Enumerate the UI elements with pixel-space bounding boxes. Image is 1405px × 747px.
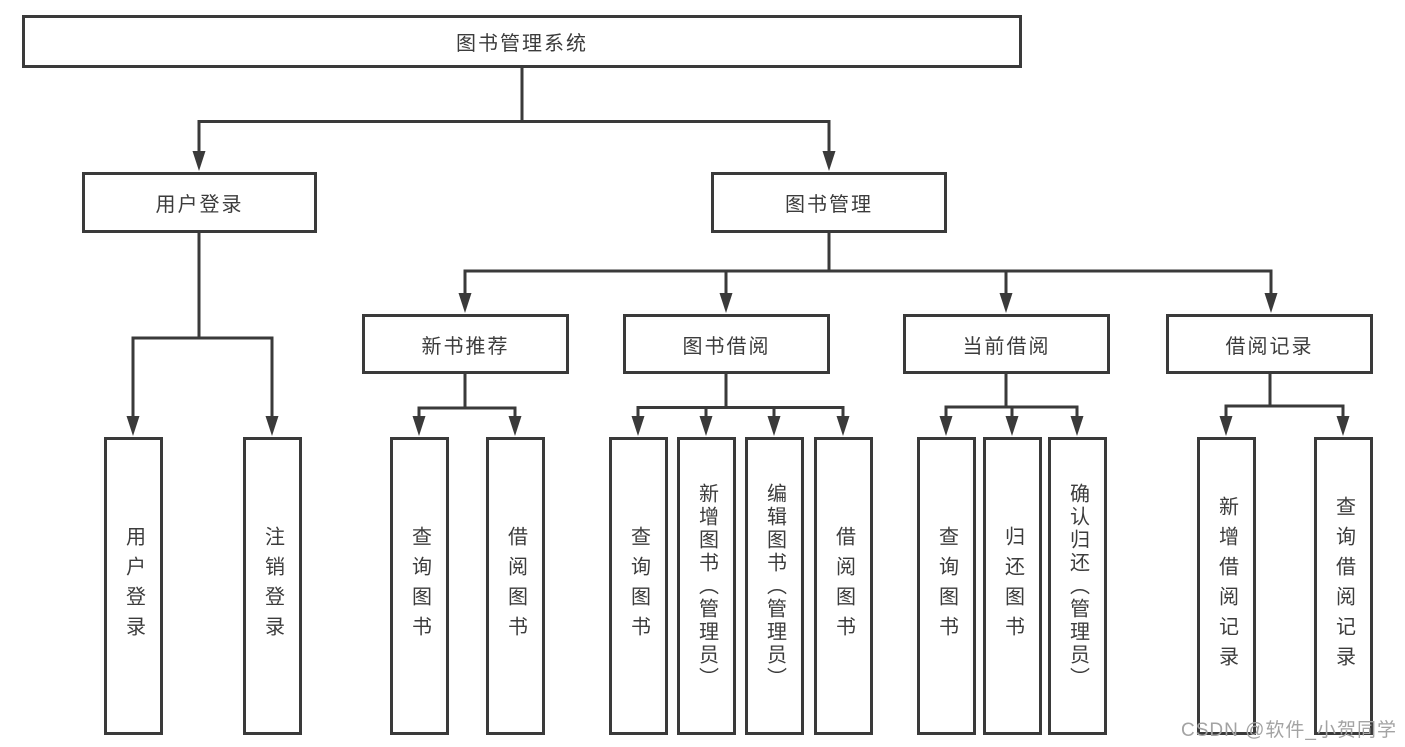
leaf-confirm-return-admin: 确认归还（管理员）	[1048, 437, 1107, 735]
connector-new-book-to-leaves	[412, 374, 522, 436]
node-new-book-recommend: 新书推荐	[362, 314, 569, 374]
leaf-add-books-admin: 新增图书（管理员）	[677, 437, 736, 735]
leaf-query-books-recommend: 查询图书	[390, 437, 449, 735]
leaf-query-borrow-record: 查询借阅记录	[1314, 437, 1373, 735]
node-current-borrowing: 当前借阅	[903, 314, 1110, 374]
connector-user-login-to-leaves	[126, 233, 279, 436]
leaf-logout: 注销登录	[243, 437, 302, 735]
root-node-library-management-system: 图书管理系统	[22, 15, 1022, 68]
leaf-user-login: 用户登录	[104, 437, 163, 735]
connector-book-borrowing-to-leaves	[631, 374, 850, 436]
leaf-add-borrow-record: 新增借阅记录	[1197, 437, 1256, 735]
connector-current-borrowing-to-leaves	[939, 374, 1084, 436]
connector-book-mgmt-to-level2	[458, 233, 1278, 313]
node-borrowing-records: 借阅记录	[1166, 314, 1373, 374]
leaf-return-books: 归还图书	[983, 437, 1042, 735]
leaf-edit-books-admin: 编辑图书（管理员）	[745, 437, 804, 735]
leaf-borrow-books-recommend: 借阅图书	[486, 437, 545, 735]
csdn-watermark: CSDN @软件_小贺同学	[1181, 720, 1397, 741]
branch-user-login: 用户登录	[82, 172, 317, 233]
leaf-borrow-books: 借阅图书	[814, 437, 873, 735]
node-book-borrowing: 图书借阅	[623, 314, 830, 374]
branch-book-management: 图书管理	[711, 172, 947, 233]
leaf-query-books-current: 查询图书	[917, 437, 976, 735]
connector-root-to-level1	[192, 68, 836, 171]
leaf-query-books-borrowing: 查询图书	[609, 437, 668, 735]
connector-borrowing-records-to-leaves	[1219, 374, 1350, 436]
